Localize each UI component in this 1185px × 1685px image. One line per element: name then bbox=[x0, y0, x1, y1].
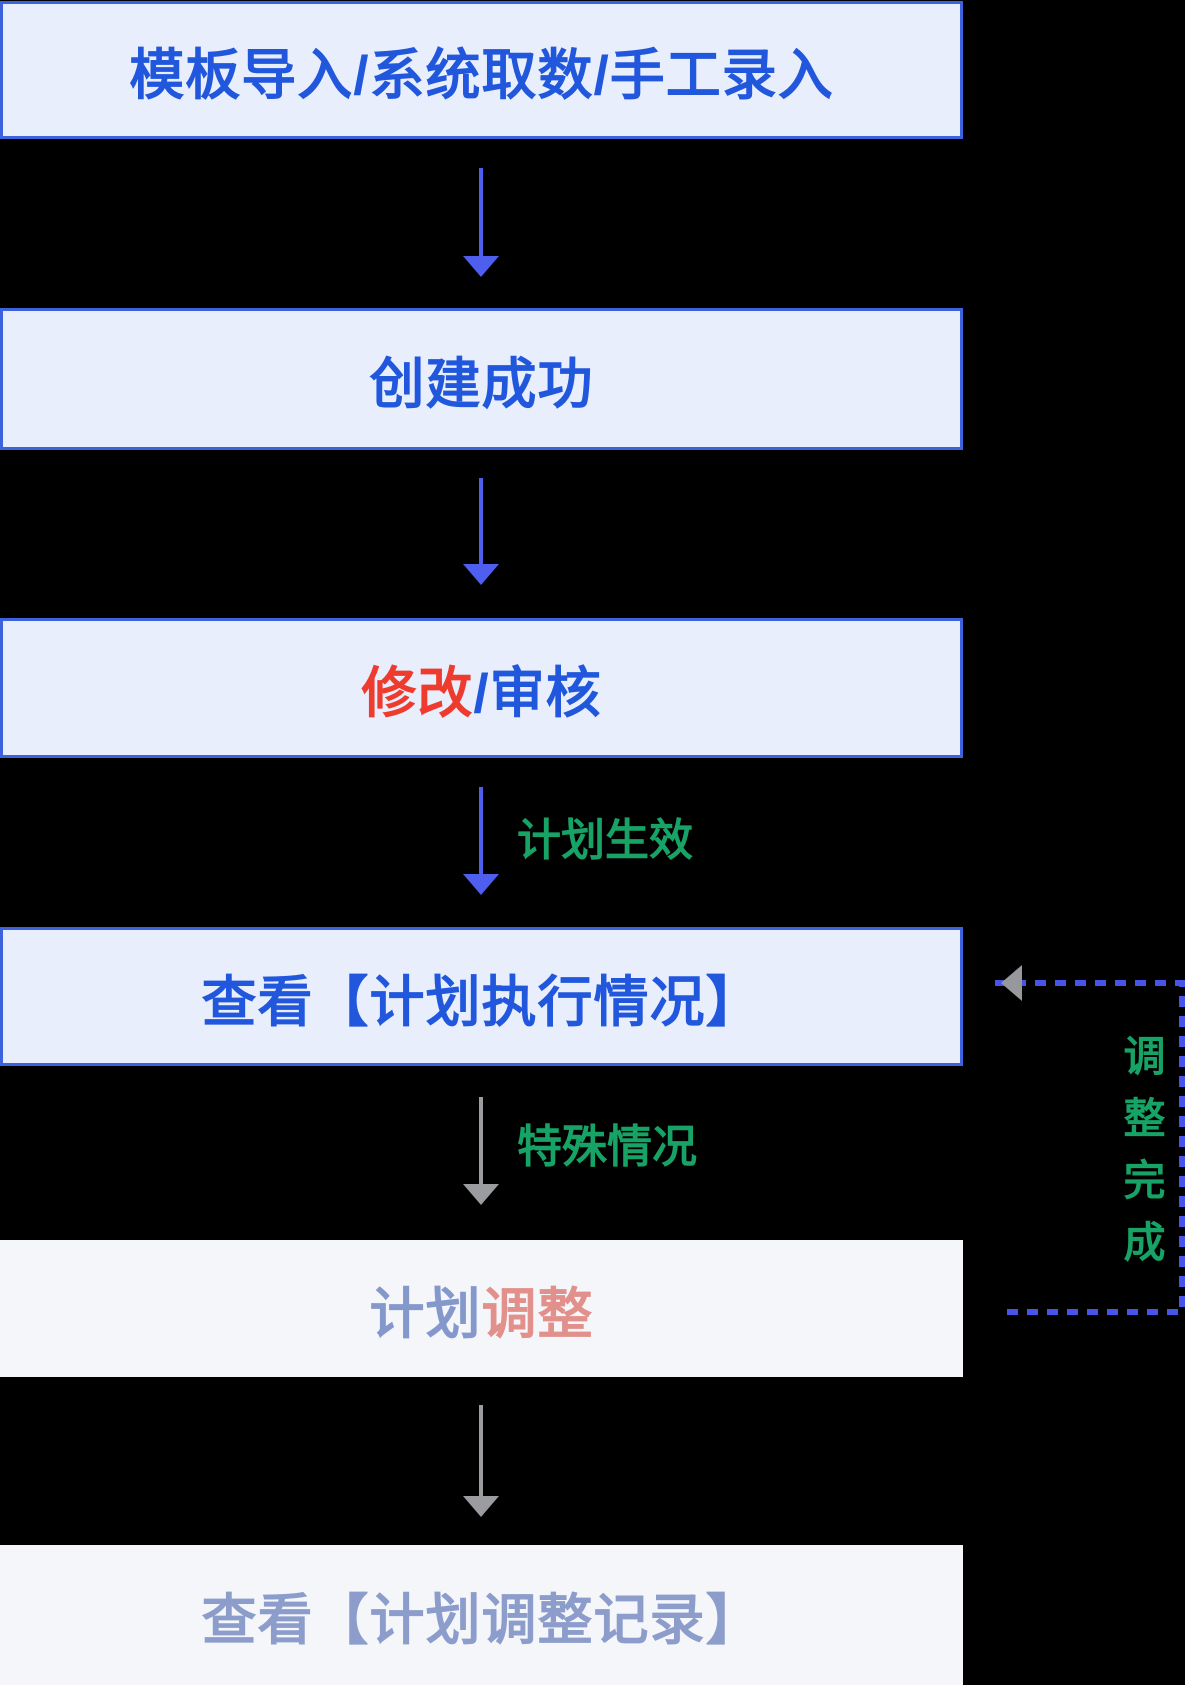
step-label-modify: 修改 bbox=[361, 662, 474, 724]
step-label-adjust: 调整 bbox=[481, 1282, 594, 1345]
arrow-shaft bbox=[479, 168, 483, 256]
flow-step-view-adjust-records: 查看【计划调整记录】 bbox=[0, 1545, 963, 1685]
step-label: 模板导入/系统取数/手工录入 bbox=[129, 44, 834, 106]
arrow-shaft bbox=[479, 787, 483, 874]
arrow-head bbox=[463, 256, 499, 277]
arrow-down-5 bbox=[463, 1405, 499, 1517]
flow-step-view-plan-execution: 查看【计划执行情况】 bbox=[0, 927, 963, 1066]
arrow-head bbox=[463, 1496, 499, 1517]
flow-step-plan-adjust: 计划调整 bbox=[0, 1240, 963, 1377]
flow-step-template-import: 模板导入/系统取数/手工录入 bbox=[0, 1, 963, 139]
arrow-down-3 bbox=[463, 787, 499, 895]
arrow-shaft bbox=[479, 1097, 483, 1184]
arrow-head bbox=[463, 564, 499, 585]
edge-label-special-case: 特殊情况 bbox=[517, 1121, 698, 1172]
arrow-down-1 bbox=[463, 168, 499, 277]
arrow-head bbox=[463, 874, 499, 895]
left-arrowhead bbox=[1001, 965, 1022, 1001]
step-label-plan: 计划 bbox=[369, 1282, 482, 1345]
arrow-down-2 bbox=[463, 478, 499, 585]
edge-label-plan-effective: 计划生效 bbox=[517, 816, 693, 865]
arrow-down-4 bbox=[463, 1097, 499, 1205]
arrow-shaft bbox=[479, 478, 483, 564]
step-label: 创建成功 bbox=[369, 353, 594, 415]
flow-step-create-success: 创建成功 bbox=[0, 308, 963, 450]
edge-label-adjust-done: 调整完成 bbox=[1118, 1034, 1165, 1282]
step-label-review: /审核 bbox=[473, 662, 602, 724]
step-label: 查看【计划执行情况】 bbox=[201, 970, 762, 1033]
step-label: 查看【计划调整记录】 bbox=[201, 1589, 762, 1651]
arrow-head bbox=[463, 1184, 499, 1205]
flow-step-modify-review: 修改/审核 bbox=[0, 618, 963, 758]
arrow-shaft bbox=[479, 1405, 483, 1496]
